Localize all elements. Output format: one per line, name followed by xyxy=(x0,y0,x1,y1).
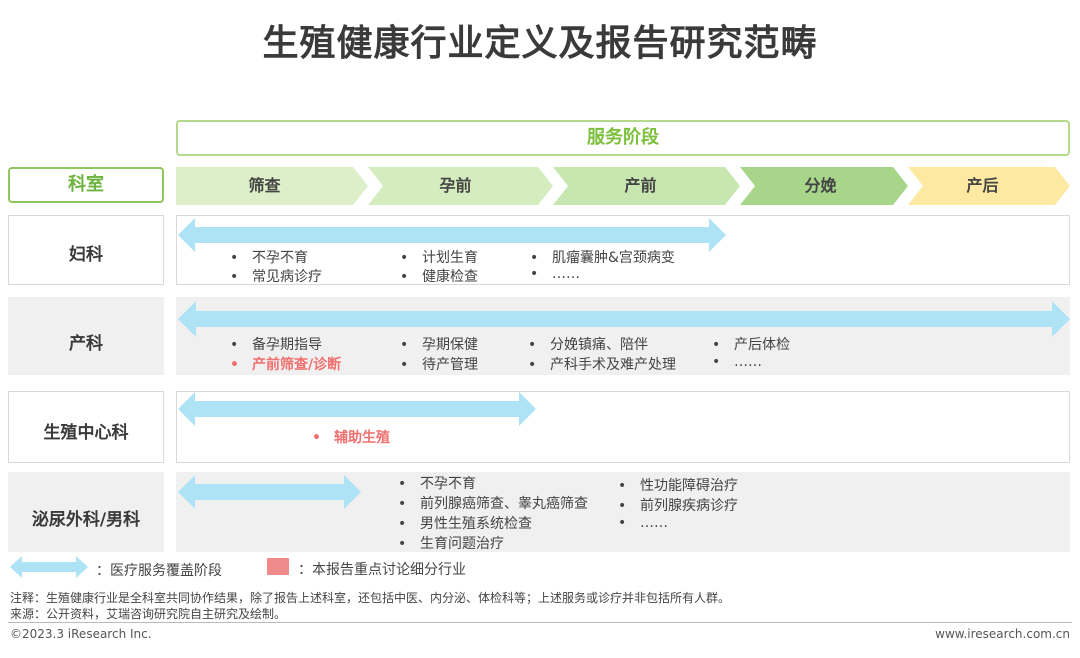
list-item: •性功能障碍治疗 xyxy=(618,478,738,494)
list-item: •男性生殖系统检查 xyxy=(398,516,532,532)
dept-obstetrics: 产科 xyxy=(69,334,103,354)
dept-box-reproductive-center xyxy=(8,391,164,463)
list-item: •计划生育 xyxy=(400,250,478,266)
list-item: •备孕期指导 xyxy=(230,337,322,353)
list-item: •生育问题治疗 xyxy=(398,536,504,552)
department-header: 科室 xyxy=(8,167,164,203)
list-item-highlight: •辅助生殖 xyxy=(312,430,390,446)
legend-highlight-swatch xyxy=(267,558,289,575)
stage-chevron-prenatal xyxy=(553,167,740,205)
list-item: •不孕不育 xyxy=(398,476,476,492)
list-item: •分娩镇痛、陪伴 xyxy=(528,337,648,353)
copyright: ©2023.3 iResearch Inc. xyxy=(10,627,152,641)
dept-gynecology: 妇科 xyxy=(69,245,103,265)
dept-urology: 泌尿外科/男科 xyxy=(31,510,141,530)
legend-arrow-icon xyxy=(10,556,88,578)
list-item: •产后体检 xyxy=(712,337,790,353)
dept-box-gynecology xyxy=(8,215,164,285)
list-item: •健康检查 xyxy=(400,269,478,285)
footer-divider xyxy=(8,622,1072,623)
website: www.iresearch.com.cn xyxy=(935,627,1070,641)
row-box-gynecology xyxy=(176,215,1070,285)
note-text: 注释：生殖健康行业是全科室共同协作结果，除了报告上述科室，还包括中医、内分泌、体… xyxy=(10,591,731,605)
list-item: •待产管理 xyxy=(400,357,478,373)
list-item: •…… xyxy=(618,515,668,531)
stage-label-screening: 筛查 xyxy=(248,176,281,195)
list-item: •肌瘤囊肿&宫颈病变 xyxy=(530,250,675,266)
list-item-highlight: •产前筛查/诊断 xyxy=(230,357,342,373)
stage-chevron-screening xyxy=(176,167,368,205)
stage-label-prepregnancy: 孕前 xyxy=(439,176,472,195)
coverage-arrow-urology xyxy=(178,475,361,509)
legend-arrow-label: ：医疗服务覆盖阶段 xyxy=(96,563,222,579)
dept-box-urology xyxy=(8,472,164,552)
list-item: •不孕不育 xyxy=(230,250,308,266)
list-item: •前列腺癌筛查、睾丸癌筛查 xyxy=(398,496,588,512)
source-text: 来源：公开资料，艾瑞咨询研究院自主研究及绘制。 xyxy=(10,607,287,621)
row-box-obstetrics xyxy=(176,297,1070,375)
list-item: •孕期保健 xyxy=(400,337,478,353)
stage-chevrons xyxy=(176,167,1070,205)
stage-chevron-delivery xyxy=(740,167,908,205)
coverage-arrow-reproductive-center xyxy=(178,392,536,426)
list-item: •前列腺疾病诊疗 xyxy=(618,498,738,514)
dept-reproductive-center: 生殖中心科 xyxy=(43,423,129,443)
stage-label-postnatal: 产后 xyxy=(966,176,999,195)
stage-chevron-prepregnancy xyxy=(368,167,553,205)
stage-label-delivery: 分娩 xyxy=(804,176,837,195)
page-title: 生殖健康行业定义及报告研究范畴 xyxy=(262,23,818,64)
list-item: •常见病诊疗 xyxy=(230,269,322,285)
dept-box-obstetrics xyxy=(8,297,164,375)
coverage-arrow-gynecology xyxy=(178,218,726,252)
list-item: •产科手术及难产处理 xyxy=(528,357,676,373)
coverage-arrow-obstetrics xyxy=(178,301,1070,337)
service-stage-header: 服务阶段 xyxy=(176,120,1070,156)
legend-swatch-label: ：本报告重点讨论细分行业 xyxy=(298,562,466,578)
list-item: •…… xyxy=(712,354,762,370)
stage-chevron-postnatal xyxy=(908,167,1070,205)
list-item: •…… xyxy=(530,266,580,282)
stage-label-prenatal: 产前 xyxy=(624,176,657,195)
